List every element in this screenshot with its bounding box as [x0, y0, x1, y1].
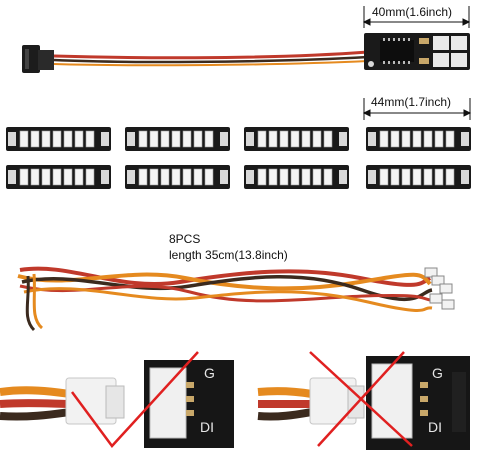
led-chip	[204, 168, 214, 186]
led-chip	[390, 130, 400, 148]
led-chip	[171, 130, 181, 148]
wrong-orientation-panel: G DI	[257, 351, 470, 450]
led-chip	[379, 168, 389, 186]
led-chip	[74, 168, 84, 186]
led-chip	[160, 168, 170, 186]
led-chip	[193, 168, 203, 186]
led-chip	[290, 130, 300, 148]
led-chip	[312, 130, 322, 148]
led-chip	[268, 168, 278, 186]
led-chip	[52, 168, 62, 186]
controller-assembly	[22, 6, 471, 73]
led-chip	[74, 130, 84, 148]
led-strip	[244, 165, 349, 189]
led-chip	[52, 130, 62, 148]
strip-dimension-line	[362, 98, 472, 120]
led-chip	[401, 168, 411, 186]
silkscreen-di-right: DI	[428, 419, 442, 435]
cross-mark	[309, 351, 413, 447]
led-chip	[160, 130, 170, 148]
led-chip	[171, 168, 181, 186]
led-chip	[412, 168, 422, 186]
led-chip	[279, 168, 289, 186]
correct-orientation-panel: G DI	[0, 351, 234, 448]
led-chip	[30, 130, 40, 148]
led-chip	[279, 130, 289, 148]
led-chip	[193, 130, 203, 148]
led-strip	[6, 127, 111, 151]
led-chip	[312, 168, 322, 186]
led-chip	[445, 168, 455, 186]
led-strip-grid	[6, 127, 471, 189]
led-chip	[63, 130, 73, 148]
led-chip	[257, 168, 267, 186]
led-chip	[401, 130, 411, 148]
led-chip	[290, 168, 300, 186]
controller-dimension-line	[362, 6, 471, 28]
servo-connector	[22, 45, 54, 73]
led-chip	[63, 168, 73, 186]
led-chip	[138, 168, 148, 186]
led-strip	[244, 127, 349, 151]
led-chip	[323, 130, 333, 148]
silkscreen-g-right: G	[432, 365, 443, 381]
led-chip	[412, 130, 422, 148]
led-chip	[323, 168, 333, 186]
strip-dimension-label: 44mm(1.7inch)	[371, 95, 452, 109]
led-chip	[41, 168, 51, 186]
led-chip	[149, 168, 159, 186]
led-chip	[268, 130, 278, 148]
led-strip	[125, 127, 230, 151]
led-chip	[30, 168, 40, 186]
led-chip	[423, 130, 433, 148]
led-strip	[366, 127, 471, 151]
led-strip	[6, 165, 111, 189]
led-chip	[434, 168, 444, 186]
cable-count-label: 8PCS	[169, 232, 201, 246]
cable-length-label: length 35cm(13.8inch)	[169, 248, 288, 262]
led-strip	[366, 165, 471, 189]
led-chip	[390, 168, 400, 186]
led-chip	[19, 168, 29, 186]
led-chip	[182, 130, 192, 148]
cable-bundle	[17, 266, 455, 332]
led-chip	[85, 168, 95, 186]
led-chip	[138, 130, 148, 148]
led-strip	[125, 165, 230, 189]
led-chip	[434, 130, 444, 148]
led-chip	[149, 130, 159, 148]
led-chip	[182, 168, 192, 186]
led-chip	[204, 130, 214, 148]
led-chip	[257, 130, 267, 148]
silkscreen-di-left: DI	[200, 419, 214, 435]
led-chip	[423, 168, 433, 186]
led-chip	[301, 168, 311, 186]
led-chip	[379, 130, 389, 148]
led-chip	[445, 130, 455, 148]
led-chip	[85, 130, 95, 148]
led-chip	[19, 130, 29, 148]
silkscreen-g-left: G	[204, 365, 215, 381]
check-mark	[70, 351, 199, 448]
led-chip	[41, 130, 51, 148]
controller-dimension-label: 40mm(1.6inch)	[372, 5, 453, 19]
controller-pcb	[364, 33, 470, 70]
led-chip	[301, 130, 311, 148]
